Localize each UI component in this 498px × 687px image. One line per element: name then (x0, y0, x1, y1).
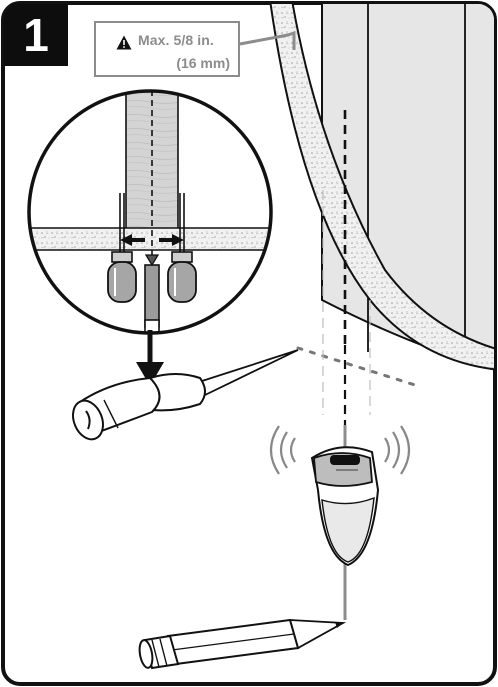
screwdriver-icon (72, 349, 299, 441)
max-depth-callout: Max. 5/8 in. (16 mm) (94, 21, 240, 77)
step-number: 1 (23, 9, 49, 61)
detail-magnifier (27, 89, 273, 335)
step-number-badge: 1 (4, 4, 68, 66)
callout-line-1: Max. 5/8 in. (138, 32, 214, 48)
alignment-guides (296, 190, 417, 425)
warning-triangle-icon (116, 35, 132, 50)
down-arrow-icon (136, 330, 164, 386)
stud-finder-icon (269, 425, 411, 620)
callout-line-2: (16 mm) (176, 55, 230, 71)
pencil-icon (138, 618, 347, 670)
callout-leader (239, 30, 296, 50)
wall-stud-panel (321, 4, 494, 363)
